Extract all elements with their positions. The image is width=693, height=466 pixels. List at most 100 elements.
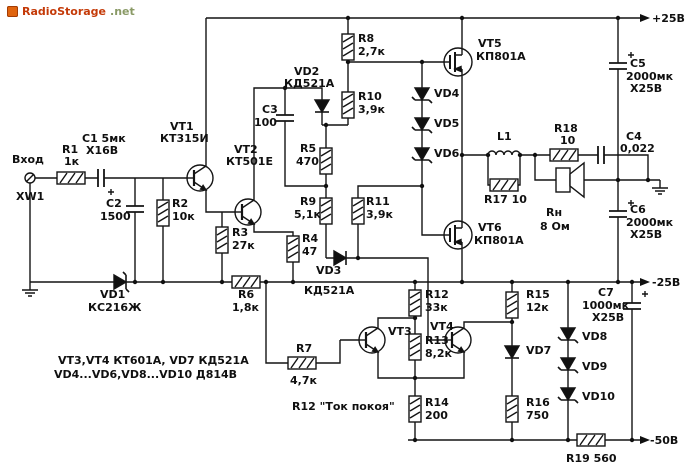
watermark-link[interactable]: RadioStorage.net <box>7 5 135 18</box>
label-r9-val: 5,1к <box>294 208 321 221</box>
label-rail-neg2: -50В <box>650 434 678 447</box>
label-vd4: VD4 <box>434 87 460 100</box>
label-c5-ref: C5 <box>630 57 646 70</box>
label-r4-val: 47 <box>302 245 317 258</box>
speaker-body <box>555 167 571 193</box>
polarity-plus-c5 <box>628 52 634 58</box>
capacitor-c3 <box>275 114 295 122</box>
label-l1: L1 <box>497 130 512 143</box>
label-r15-ref: R15 <box>526 288 550 301</box>
inductor-l1 <box>487 150 521 156</box>
resistor-r14 <box>408 395 422 423</box>
label-rn-ref: Rн <box>546 206 562 219</box>
resistor-r5 <box>319 147 333 175</box>
label-r8-ref: R8 <box>358 32 374 45</box>
label-c3-ref: C3 <box>262 103 278 116</box>
transistor-vt3 <box>357 325 387 355</box>
label-vt2-ref: VT2 <box>234 143 258 156</box>
label-r7-ref: R7 <box>296 342 312 355</box>
note-types-line2: VD4...VD6,VD8...VD10 Д814В <box>54 368 237 381</box>
label-r2-val: 10к <box>172 210 195 223</box>
label-vd2-val: КД521А <box>284 77 335 90</box>
resistor-r8 <box>341 33 355 61</box>
label-r18-ref: R18 <box>554 122 578 135</box>
label-r8-val: 2,7к <box>358 45 385 58</box>
label-vt4: VT4 <box>430 320 454 333</box>
label-r14-ref: R14 <box>425 396 449 409</box>
capacitor-c6 <box>608 210 628 218</box>
zener-vd4 <box>411 87 433 104</box>
label-c7-val2: X25В <box>592 311 624 324</box>
capacitor-c5 <box>608 62 628 70</box>
label-r10-val: 3,9к <box>358 103 385 116</box>
resistor-r11 <box>351 197 365 225</box>
label-r6-val: 1,8к <box>232 301 259 314</box>
resistor-r10 <box>341 91 355 119</box>
label-xw1: XW1 <box>16 190 44 203</box>
label-r13-ref: R13 <box>425 334 449 347</box>
diode-vd7 <box>504 345 520 359</box>
wire-vd3-row <box>326 257 445 341</box>
label-r10-ref: R10 <box>358 90 382 103</box>
label-c4-ref: C4 <box>626 130 642 143</box>
resistor-r16 <box>505 395 519 423</box>
label-r6-ref: R6 <box>238 288 254 301</box>
label-c6-val: 2000мк <box>626 216 674 229</box>
label-rail-neg: -25В <box>652 276 680 289</box>
label-r5-ref: R5 <box>300 142 316 155</box>
resistor-r7 <box>287 356 317 370</box>
label-input: Вход <box>12 153 44 166</box>
watermark-tld: .net <box>110 5 135 18</box>
label-vt2-val: КТ501Е <box>226 155 273 168</box>
label-vt5-ref: VT5 <box>478 37 502 50</box>
label-vt1-ref: VT1 <box>170 120 194 133</box>
label-c1-val: X16В <box>86 144 118 157</box>
polarity-plus-c7 <box>642 291 648 297</box>
neg-rail-arrow <box>640 278 650 286</box>
watermark-brand: RadioStorage <box>22 5 107 18</box>
label-c2-ref: C2 <box>106 197 122 210</box>
resistor-r3 <box>215 226 229 254</box>
junction-dots <box>132 15 651 443</box>
transistor-vt2 <box>233 197 263 227</box>
label-c7-ref: C7 <box>598 286 614 299</box>
resistor-r19 <box>576 433 606 447</box>
label-vd8: VD8 <box>582 330 607 343</box>
label-vd3-val: КД521А <box>304 284 355 297</box>
pos-rail-arrow <box>640 14 650 22</box>
capacitor-c4 <box>597 145 605 165</box>
label-vt1-val: КТ315И <box>160 132 209 145</box>
resistor-r2 <box>156 199 170 227</box>
resistor-r4 <box>286 235 300 263</box>
label-r17: R17 10 <box>484 193 527 206</box>
label-r19: R19 560 <box>566 452 617 465</box>
label-r14-val: 200 <box>425 409 448 422</box>
label-vd9: VD9 <box>582 360 607 373</box>
label-r15-val: 12к <box>526 301 549 314</box>
polarity-plus-c1 <box>108 189 114 195</box>
label-c3-val: 100 <box>254 116 277 129</box>
resistor-r17 <box>489 178 519 192</box>
label-r4-ref: R4 <box>302 232 318 245</box>
label-vd1-val: КС216Ж <box>88 301 142 314</box>
label-c7-val: 1000мк <box>582 299 630 312</box>
labels: Вход XW1 R1 1к C1 5мк X16В C2 1500 R2 10… <box>12 12 685 465</box>
label-r12-val: 33к <box>425 301 448 314</box>
zener-vd5 <box>411 117 433 134</box>
speaker-cone <box>569 161 585 199</box>
label-c1-ref: C1 5мк <box>82 132 126 145</box>
resistor-r18 <box>549 148 579 162</box>
note-types-line1: VT3,VT4 КТ601А, VD7 КД521А <box>58 354 249 367</box>
label-r5-val: 470 <box>296 155 319 168</box>
label-r3-val: 27к <box>232 239 255 252</box>
resistor-r6 <box>231 275 261 289</box>
diode-vd3 <box>333 250 347 266</box>
wire-vt4-collector <box>463 321 512 328</box>
wire-vt3 <box>340 317 465 379</box>
label-c6-val2: X25В <box>630 228 662 241</box>
label-c2-val: 1500 <box>100 210 131 223</box>
label-c4-val: 0,022 <box>620 142 655 155</box>
wire-vt1 <box>205 18 235 213</box>
